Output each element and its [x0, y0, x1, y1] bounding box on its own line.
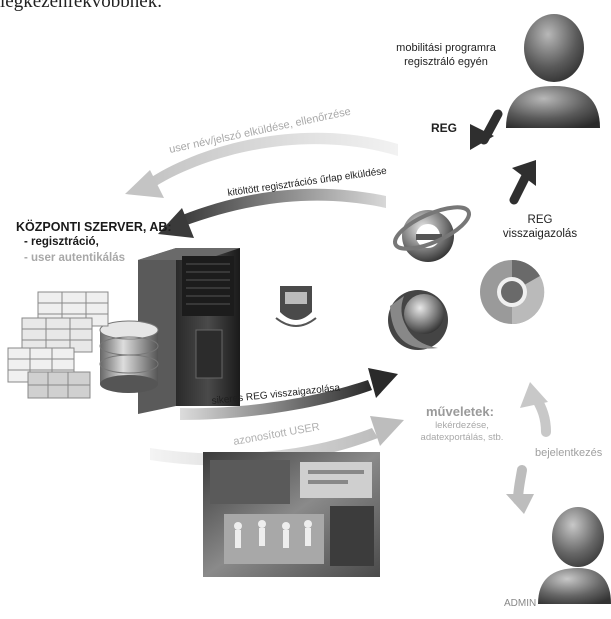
- username-check-arrow: [125, 132, 398, 198]
- reg-success-arrow: [180, 368, 398, 420]
- reg-confirm-line2: visszaigazolás: [502, 228, 578, 240]
- user-person-icon: [506, 14, 600, 128]
- login-label: bejelentkezés: [535, 447, 603, 459]
- operations-line1: lekérdezése,: [435, 420, 489, 431]
- user-caption-line2: regisztráló egyén: [404, 56, 488, 68]
- top-caption: legkezenfekvőbbnek.: [0, 0, 162, 12]
- operations-arrow: [506, 465, 534, 514]
- login-arrow: [520, 382, 551, 437]
- university-crest-icon: [275, 286, 317, 327]
- admin-person-icon: [538, 507, 611, 604]
- server-item-authentication: - user autentikálás: [24, 252, 125, 264]
- reg-label: REG: [431, 121, 458, 135]
- operations-line2: adatexportálás, stb.: [420, 432, 504, 443]
- server-icon: [138, 248, 240, 414]
- admin-label: ADMIN: [504, 598, 537, 609]
- server-item-registration: - regisztráció,: [24, 236, 99, 248]
- user-caption-line1: mobilitási programra: [396, 42, 496, 54]
- reg-confirm-line1: REG: [527, 214, 553, 226]
- firefox-icon: [388, 290, 448, 350]
- reg-confirm-arrow: [509, 160, 536, 205]
- database-icon: [99, 320, 159, 393]
- photo-collage-image: [203, 452, 380, 577]
- form-send-arrow: [158, 188, 386, 238]
- server-title: KÖZPONTI SZERVER, AB:: [16, 220, 172, 234]
- data-tables-icon: [7, 291, 109, 399]
- identified-user-label: azonosított USER: [232, 421, 320, 448]
- operations-title: műveletek:: [426, 404, 494, 419]
- reg-arrow: [470, 109, 503, 150]
- chrome-icon: [480, 259, 545, 325]
- internet-explorer-icon: [393, 205, 471, 262]
